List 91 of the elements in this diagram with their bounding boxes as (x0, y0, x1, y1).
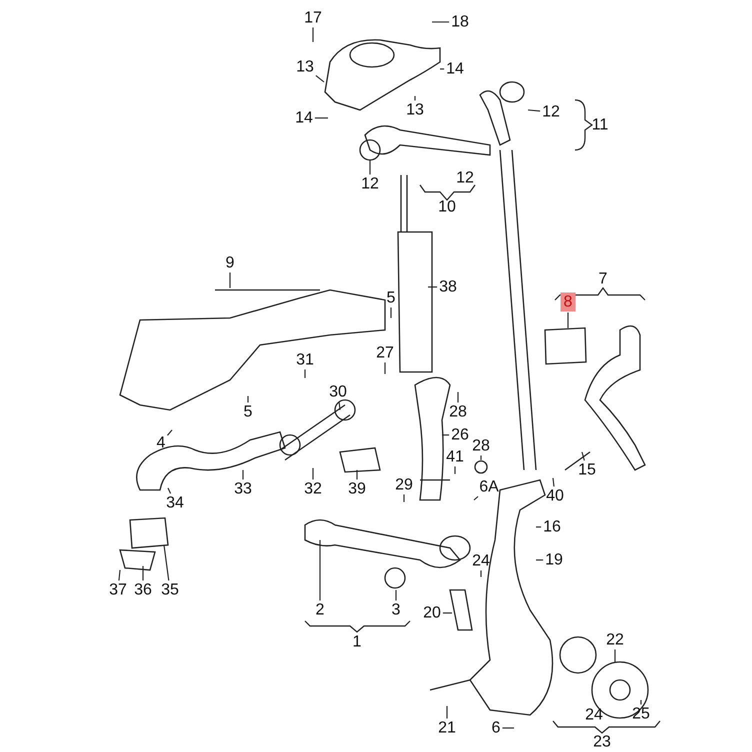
leader-line (432, 21, 450, 23)
callout-number: 33 (233, 480, 253, 498)
callout-number: 13 (295, 58, 315, 76)
callout-number: 28 (471, 438, 491, 454)
leader-line (528, 109, 540, 112)
leader-line (338, 401, 341, 410)
leader-line (502, 727, 514, 729)
leader-line (316, 75, 324, 82)
callout-number: 2 (314, 602, 326, 618)
callout-number: 30 (328, 384, 348, 400)
leader-line (384, 362, 386, 374)
leader-line (163, 544, 170, 581)
callout-number: 23 (592, 734, 612, 750)
callout-number: 9 (224, 254, 236, 272)
callout-number: 12 (541, 104, 561, 120)
callout-number: 17 (303, 10, 323, 26)
leader-line (395, 590, 397, 600)
leader-line (312, 468, 314, 480)
callout-number: 5 (386, 290, 396, 306)
callout-number: 27 (375, 344, 395, 362)
callout-number: 6A (478, 478, 500, 496)
leader-line (614, 650, 616, 662)
leader-line (142, 566, 144, 580)
leader-line (369, 160, 371, 174)
callout-number: 38 (438, 278, 458, 296)
callout-number: 19 (544, 552, 564, 568)
callout-number: 12 (360, 176, 380, 192)
callout-number: 32 (303, 480, 323, 498)
callout-number: 4 (156, 434, 166, 452)
leader-line (640, 700, 642, 704)
callout-number: 40 (545, 488, 565, 504)
callout-number: 3 (390, 602, 402, 618)
callout-number: 15 (577, 462, 597, 478)
callout-number: 22 (605, 632, 625, 648)
leader-line (403, 494, 405, 502)
leader-line (536, 526, 542, 528)
callout-number: 12 (455, 170, 475, 186)
callout-number: 36 (133, 582, 153, 598)
callout-number: 35 (160, 582, 180, 598)
callout-number: 31 (295, 352, 315, 368)
leader-line (168, 488, 172, 494)
callout-number: 11 (590, 116, 610, 134)
callout-number: 13 (405, 102, 425, 118)
callout-number: 8 (560, 292, 576, 312)
leader-line (474, 496, 478, 500)
callout-number: 34 (165, 494, 185, 512)
callout-number: 10 (437, 198, 457, 216)
callout-number: 6 (490, 720, 502, 736)
leader-line (440, 68, 444, 70)
callout-number: 1 (352, 634, 362, 650)
leader-line (480, 456, 482, 460)
leader-line (446, 706, 448, 718)
callout-number: 28 (448, 404, 468, 420)
leader-line (414, 96, 416, 100)
callout-number: 7 (598, 270, 608, 288)
leader-line (356, 470, 358, 480)
leader-line (312, 28, 314, 42)
leader-line (428, 286, 438, 288)
leader-line (314, 117, 328, 119)
leader-line (167, 430, 172, 436)
callout-number: 14 (445, 60, 465, 78)
leader-line (536, 559, 544, 561)
leader-line (454, 466, 456, 474)
leader-line (581, 452, 585, 461)
callout-number: 24 (584, 706, 604, 724)
leader-line (552, 478, 554, 487)
callout-number: 14 (294, 110, 314, 126)
callout-number: 29 (394, 476, 414, 494)
leader-line (242, 470, 244, 480)
leader-line (442, 612, 452, 614)
leader-line (457, 392, 459, 402)
callout-number: 26 (450, 426, 470, 444)
leader-line (442, 434, 450, 436)
callout-number: 21 (437, 720, 457, 736)
leader-line (480, 570, 482, 577)
callout-number: 16 (542, 518, 562, 536)
callout-number: 37 (108, 582, 128, 598)
callout-number: 39 (347, 480, 367, 498)
leader-line (319, 540, 321, 600)
callout-number: 24 (471, 552, 491, 570)
leader-line (390, 308, 392, 318)
callout-number: 25 (631, 706, 651, 722)
leader-line (567, 312, 569, 328)
callout-number: 20 (422, 604, 442, 622)
leader-line (118, 570, 121, 581)
callout-number: 18 (450, 14, 470, 30)
leader-line (229, 272, 231, 288)
leader-line (247, 396, 249, 402)
callout-number: 5 (242, 404, 254, 420)
callout-number: 41 (445, 448, 465, 466)
leader-line (304, 370, 306, 378)
